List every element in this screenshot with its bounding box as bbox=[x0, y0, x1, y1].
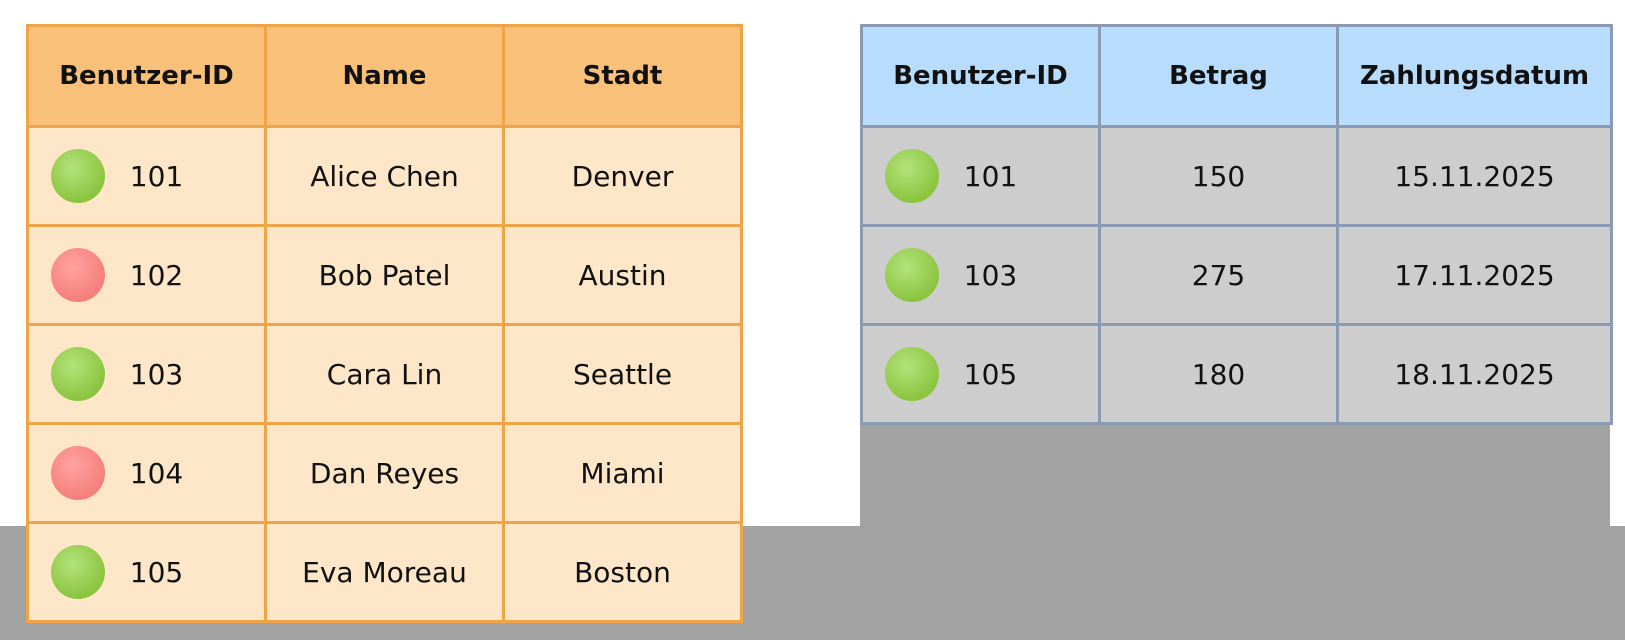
user-id-cell: 104 bbox=[26, 422, 267, 524]
table-row: 103 Cara Lin Seattle bbox=[26, 323, 743, 425]
user-id-cell: 102 bbox=[26, 224, 267, 326]
user-city: Miami bbox=[502, 422, 743, 524]
payment-amount: 150 bbox=[1098, 125, 1339, 227]
status-dot bbox=[51, 347, 105, 401]
users-header-name: Name bbox=[264, 24, 505, 128]
status-dot bbox=[885, 149, 939, 203]
user-city: Austin bbox=[502, 224, 743, 326]
status-dot bbox=[885, 248, 939, 302]
table-row: 101 Alice Chen Denver bbox=[26, 125, 743, 227]
payment-user-id-cell: 105 bbox=[860, 323, 1101, 425]
user-name: Alice Chen bbox=[264, 125, 505, 227]
payments-header-date: Zahlungsdatum bbox=[1336, 24, 1613, 128]
payments-table: Benutzer-ID Betrag Zahlungsdatum 101 150… bbox=[860, 24, 1613, 425]
user-id-cell: 105 bbox=[26, 521, 267, 623]
payment-amount: 180 bbox=[1098, 323, 1339, 425]
user-id-cell: 103 bbox=[26, 323, 267, 425]
table-row: 103 275 17.11.2025 bbox=[860, 224, 1613, 326]
users-header-city: Stadt bbox=[502, 24, 743, 128]
user-name: Dan Reyes bbox=[264, 422, 505, 524]
payment-user-id: 105 bbox=[963, 357, 1018, 391]
payment-date: 18.11.2025 bbox=[1336, 323, 1613, 425]
payment-user-id-cell: 103 bbox=[860, 224, 1101, 326]
status-dot bbox=[51, 149, 105, 203]
table-row: 104 Dan Reyes Miami bbox=[26, 422, 743, 524]
user-city: Boston bbox=[502, 521, 743, 623]
background-strip-right bbox=[860, 418, 1610, 528]
user-id: 101 bbox=[129, 159, 184, 193]
payment-user-id: 103 bbox=[963, 258, 1018, 292]
status-dot bbox=[51, 446, 105, 500]
status-dot bbox=[885, 347, 939, 401]
table-row: 101 150 15.11.2025 bbox=[860, 125, 1613, 227]
payments-header-id: Benutzer-ID bbox=[860, 24, 1101, 128]
user-city: Denver bbox=[502, 125, 743, 227]
user-city: Seattle bbox=[502, 323, 743, 425]
user-id-cell: 101 bbox=[26, 125, 267, 227]
status-dot bbox=[51, 545, 105, 599]
user-id: 105 bbox=[129, 555, 184, 589]
payment-user-id-cell: 101 bbox=[860, 125, 1101, 227]
user-name: Bob Patel bbox=[264, 224, 505, 326]
user-id: 102 bbox=[129, 258, 184, 292]
users-table: Benutzer-ID Name Stadt 101 Alice Chen De… bbox=[26, 24, 743, 623]
payment-date: 17.11.2025 bbox=[1336, 224, 1613, 326]
payment-user-id: 101 bbox=[963, 159, 1018, 193]
table-row: 105 Eva Moreau Boston bbox=[26, 521, 743, 623]
user-id: 104 bbox=[129, 456, 184, 490]
payments-header-row: Benutzer-ID Betrag Zahlungsdatum bbox=[860, 24, 1613, 128]
payment-amount: 275 bbox=[1098, 224, 1339, 326]
users-header-row: Benutzer-ID Name Stadt bbox=[26, 24, 743, 128]
payment-date: 15.11.2025 bbox=[1336, 125, 1613, 227]
user-name: Eva Moreau bbox=[264, 521, 505, 623]
status-dot bbox=[51, 248, 105, 302]
payments-header-amount: Betrag bbox=[1098, 24, 1339, 128]
user-id: 103 bbox=[129, 357, 184, 391]
table-row: 105 180 18.11.2025 bbox=[860, 323, 1613, 425]
table-row: 102 Bob Patel Austin bbox=[26, 224, 743, 326]
users-header-id: Benutzer-ID bbox=[26, 24, 267, 128]
user-name: Cara Lin bbox=[264, 323, 505, 425]
